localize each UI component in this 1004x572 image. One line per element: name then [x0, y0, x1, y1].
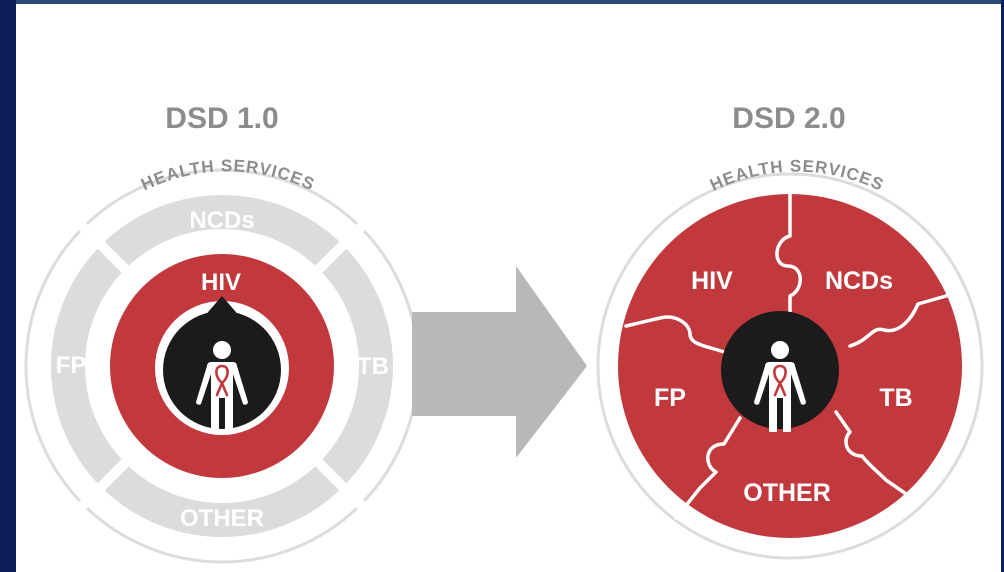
right-side-bar — [1001, 0, 1004, 572]
piece-label-hiv: HIV — [691, 267, 733, 295]
dsd1-title: DSD 1.0 — [165, 102, 278, 135]
segment-label-tb: TB — [357, 353, 389, 380]
top-strip — [0, 0, 1004, 4]
piece-label-tb: TB — [879, 384, 912, 412]
segment-label-fp: FP — [56, 352, 87, 379]
piece-label-other: OTHER — [743, 479, 831, 507]
center-label-hiv: HIV — [201, 269, 241, 296]
dsd1-panel: DSD 1.0 HEALTH SERVICES NCDs FP TB OTHER… — [24, 102, 420, 564]
transition-arrow-icon — [412, 266, 587, 458]
puzzle-seams — [624, 192, 948, 520]
piece-label-fp: FP — [654, 384, 686, 412]
segment-label-ncds: NCDs — [189, 207, 254, 234]
dsd2-title: DSD 2.0 — [732, 102, 845, 135]
segment-label-other: OTHER — [180, 505, 264, 532]
dsd1-segment-ring — [51, 195, 393, 537]
up-arrow-icon — [202, 296, 242, 319]
dsd2-panel: DSD 2.0 HEALTH SERVICES HIV NCDs FP TB O… — [596, 102, 984, 560]
piece-label-ncds: NCDs — [825, 267, 893, 295]
left-side-bar — [0, 0, 16, 572]
